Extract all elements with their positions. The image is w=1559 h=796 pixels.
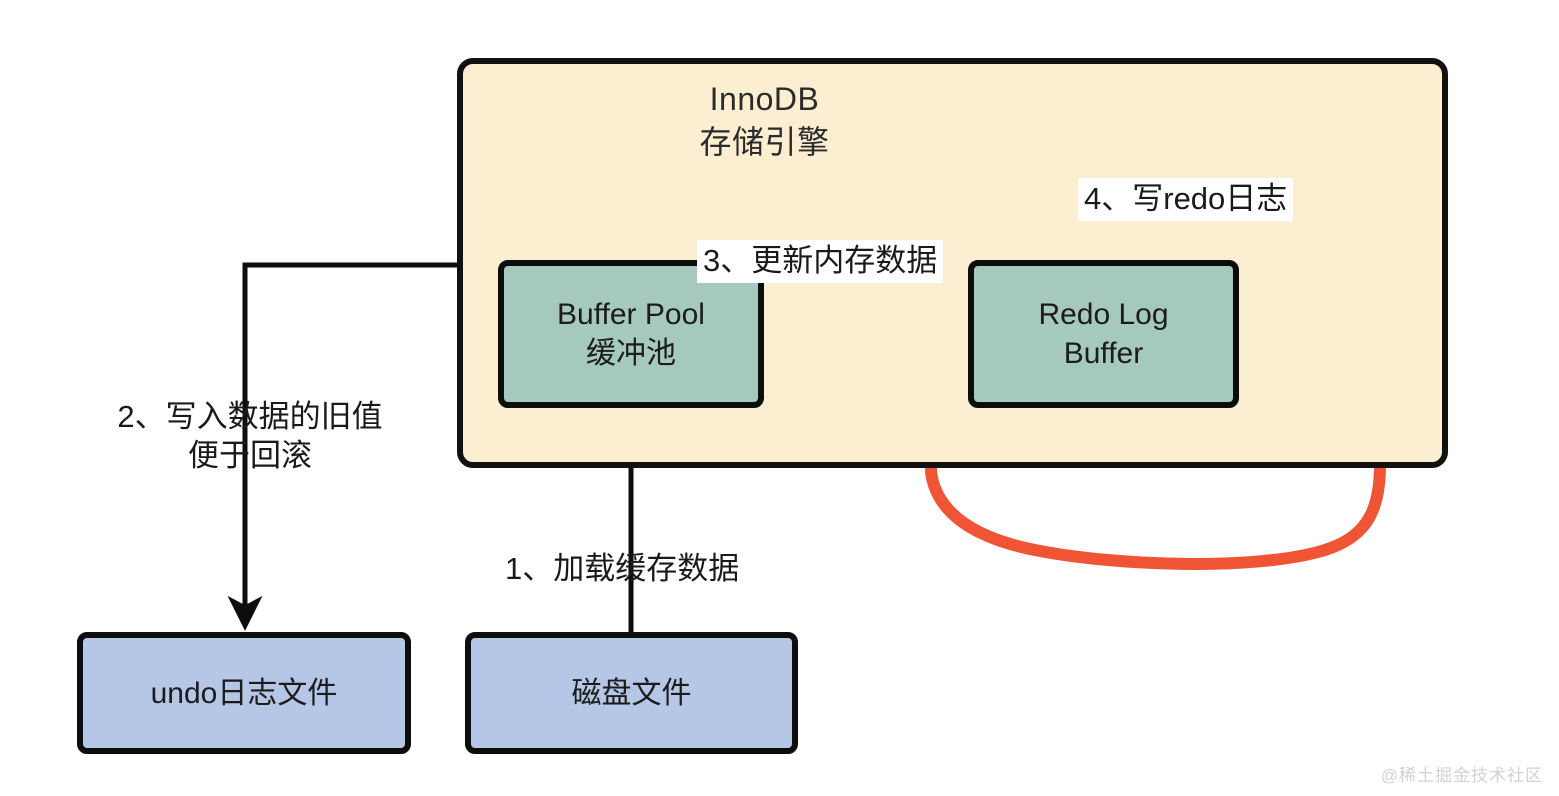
node-undo-log-file-label: undo日志文件 (150, 676, 338, 710)
edge-label-write-redo-log: 4、写redo日志 (1078, 178, 1294, 221)
node-disk-file[interactable]: 磁盘文件 (465, 632, 798, 754)
innodb-title-en: InnoDB (709, 81, 820, 117)
edge-label-write-old-value-line1: 2、写入数据的旧值 (117, 399, 383, 434)
connector-undo-log (227, 262, 457, 631)
node-redo-log-buffer-label-line2: Buffer (1063, 337, 1144, 370)
node-redo-log-buffer-label-line1: Redo Log (1038, 298, 1169, 331)
node-buffer-pool[interactable]: Buffer Pool 缓冲池 (498, 260, 764, 408)
edge-label-load-cache-data: 1、加载缓存数据 (505, 551, 740, 586)
edge-label-update-memory: 3、更新内存数据 (697, 240, 944, 283)
node-buffer-pool-label-cn: 缓冲池 (585, 337, 676, 370)
node-redo-log-buffer-text: Redo Log Buffer (1038, 295, 1168, 373)
node-buffer-pool-text: Buffer Pool 缓冲池 (557, 295, 705, 373)
edge-label-write-old-value: 2、写入数据的旧值 便于回滚 (100, 398, 400, 476)
edge-label-write-old-value-line2: 便于回滚 (188, 437, 312, 473)
node-redo-log-buffer[interactable]: Redo Log Buffer (968, 260, 1239, 408)
innodb-engine-title: InnoDB 存储引擎 (457, 78, 1072, 164)
node-buffer-pool-label-en: Buffer Pool (557, 298, 705, 331)
node-undo-log-file[interactable]: undo日志文件 (77, 632, 411, 754)
watermark: @稀土掘金技术社区 (1380, 766, 1543, 785)
node-disk-file-label: 磁盘文件 (571, 676, 692, 710)
innodb-title-cn: 存储引擎 (699, 124, 830, 161)
